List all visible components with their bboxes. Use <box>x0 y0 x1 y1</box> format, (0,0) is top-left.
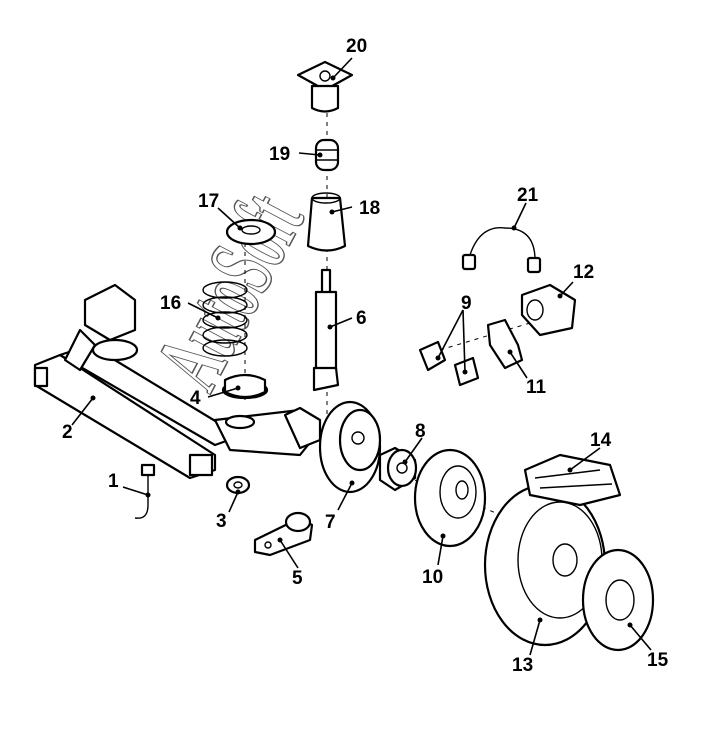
callout-8: 8 <box>415 421 426 442</box>
callout-12: 12 <box>573 262 594 283</box>
lower-spring-seat <box>221 373 269 400</box>
brake-pads <box>418 340 480 387</box>
hub-cap <box>581 548 655 652</box>
shock-absorber <box>312 268 340 392</box>
callout-11: 11 <box>526 377 547 398</box>
bracket <box>253 511 314 557</box>
watermark-text: AutoSoft <box>135 176 324 405</box>
callout-18: 18 <box>359 198 380 219</box>
callout-20: 20 <box>346 36 367 57</box>
callout-19: 19 <box>269 144 290 165</box>
callout-17: 17 <box>198 191 219 212</box>
callout-7: 7 <box>325 512 336 533</box>
brake-pipe <box>134 463 156 519</box>
callout-10: 10 <box>422 567 443 588</box>
brake-disc <box>413 448 487 548</box>
callout-14: 14 <box>590 430 612 451</box>
brake-hose <box>461 227 542 274</box>
callout-5: 5 <box>292 568 303 589</box>
dust-boot <box>306 192 347 252</box>
callout-9: 9 <box>461 293 472 314</box>
callout-21: 21 <box>517 185 539 206</box>
callout-labels: 1 2 3 4 5 6 7 8 9 10 11 12 13 14 15 16 1… <box>62 36 669 676</box>
hub-bearing <box>378 446 418 492</box>
callout-3: 3 <box>216 511 227 532</box>
callout-6: 6 <box>356 308 367 329</box>
top-mount <box>296 60 354 113</box>
caliper-carrier <box>486 318 524 370</box>
callout-4: 4 <box>190 388 201 409</box>
backing-plate <box>318 400 382 494</box>
brake-caliper <box>520 283 577 337</box>
leader-lines <box>71 57 652 656</box>
callout-15: 15 <box>647 650 669 671</box>
callout-16: 16 <box>160 293 181 314</box>
axle-beam <box>33 283 322 480</box>
tyre-segment <box>523 453 622 507</box>
callout-13: 13 <box>512 655 533 676</box>
callout-1: 1 <box>108 471 119 492</box>
callout-2: 2 <box>62 422 73 443</box>
coil-spring <box>202 281 248 357</box>
